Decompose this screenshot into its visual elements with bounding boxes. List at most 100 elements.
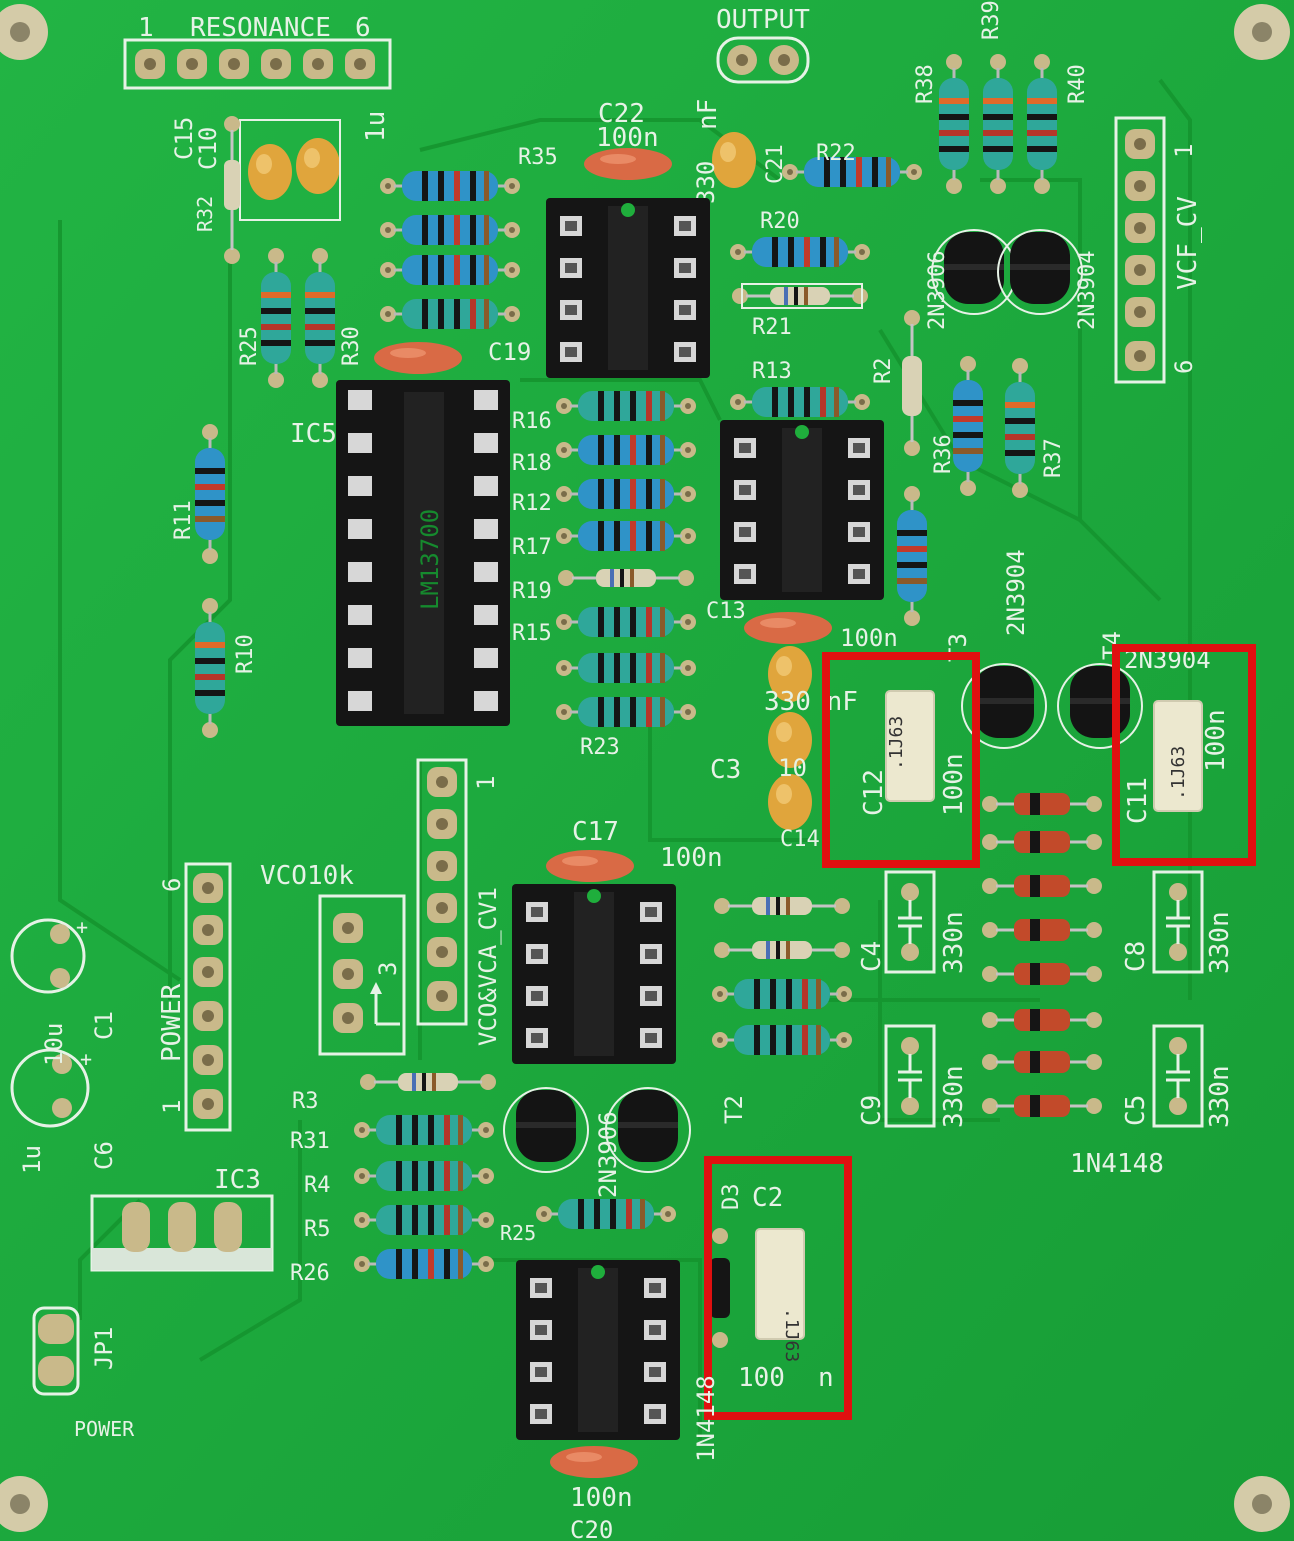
silk-vco10k: VCO10k xyxy=(260,861,354,891)
silk-r5: R5 xyxy=(304,1217,331,1242)
silk-power-label: POWER xyxy=(74,1417,135,1441)
silk-c9-value: 330n xyxy=(939,1065,969,1128)
silk-c12-mark: .1J63 xyxy=(886,716,907,770)
silk-r21: R21 xyxy=(752,315,792,340)
svg-text:+: + xyxy=(80,1047,92,1071)
silk-r13: R13 xyxy=(752,359,792,384)
silk-vco-pin1: 1 xyxy=(472,776,500,790)
silk-c17: C17 xyxy=(572,817,619,847)
silk-c3: C3 xyxy=(710,755,741,785)
silk-c22: C22 xyxy=(598,99,645,129)
ic-socket-lower xyxy=(512,884,676,1064)
silk-r16: R16 xyxy=(512,409,552,434)
silk-c22-value: 100n xyxy=(596,123,659,153)
silk-c4-value: 330n xyxy=(939,911,969,974)
silk-r12: R12 xyxy=(512,491,552,516)
silk-2n3906: 2N3906 xyxy=(925,251,950,330)
silk-c11-value: 100n xyxy=(1201,709,1231,772)
silk-r35: R35 xyxy=(518,145,558,170)
silk-c1: C1 xyxy=(90,1011,118,1040)
silk-c8-value: 330n xyxy=(1205,911,1235,974)
silk-c5: C5 xyxy=(1121,1095,1151,1126)
capacitor-c15 xyxy=(248,144,292,200)
silk-r20: R20 xyxy=(760,209,800,234)
capacitor-c20 xyxy=(550,1446,638,1478)
silk-output: OUTPUT xyxy=(716,5,810,35)
silk-r39: R39 xyxy=(979,0,1004,40)
silk-r38: R38 xyxy=(913,64,938,104)
silk-1n4148-bottom: 1N4148 xyxy=(692,1375,720,1462)
capacitor-c17 xyxy=(546,850,634,882)
silk-c4: C4 xyxy=(857,941,887,972)
silk-2n3904-top: 2N3904 xyxy=(1075,251,1100,330)
ic3-regulator-footprint xyxy=(90,1194,274,1272)
silk-r32: R32 xyxy=(193,196,217,232)
silk-r17: R17 xyxy=(512,535,552,560)
silk-nf: nF xyxy=(693,99,723,130)
silk-c2-value: 100 xyxy=(738,1363,785,1393)
transistor-2n3906-bottom xyxy=(503,1087,589,1173)
silk-resonance: RESONANCE xyxy=(190,13,331,43)
silk-c12: C12 xyxy=(859,769,889,816)
silk-c2: C2 xyxy=(752,1183,783,1213)
silk-1u-top: 1u xyxy=(361,111,391,142)
silk-vcf-cv: VCF_CV xyxy=(1173,196,1203,290)
diode-d3 xyxy=(710,1228,730,1348)
silk-c6: C6 xyxy=(90,1141,118,1170)
jumper-jp1 xyxy=(32,1306,80,1396)
silk-c15: C15 xyxy=(170,117,198,160)
silk-r18: R18 xyxy=(512,451,552,476)
silk-ic3: IC3 xyxy=(214,1165,261,1195)
silk-c5-value: 330n xyxy=(1205,1065,1235,1128)
transistor-2n3904-top xyxy=(997,229,1083,315)
power-header xyxy=(184,862,232,1132)
silk-resonance-pin1: 1 xyxy=(138,13,154,43)
silk-r22: R22 xyxy=(816,141,856,166)
silk-vcf-pin6: 6 xyxy=(1170,360,1198,374)
ic-socket-top xyxy=(546,198,710,378)
silk-power-pin1: 1 xyxy=(158,1100,186,1114)
silk-c11: C11 xyxy=(1123,777,1153,824)
silk-c14: C14 xyxy=(780,827,820,852)
silk-2n3906-bottom: 2N3906 xyxy=(594,1111,622,1198)
silk-c19: C19 xyxy=(488,338,531,366)
silk-330: 330 xyxy=(692,161,720,204)
silk-ic5: IC5 xyxy=(290,419,337,449)
silk-10u: 10u xyxy=(40,1023,68,1066)
silk-r40: R40 xyxy=(1065,64,1090,104)
ic-socket-bottom xyxy=(516,1260,680,1440)
highlight-box-c12 xyxy=(822,652,980,868)
silk-d3: D3 xyxy=(719,1184,744,1211)
mounting-holes xyxy=(0,4,1290,1532)
silk-c21: C21 xyxy=(763,144,788,184)
silk-jp1: JP1 xyxy=(90,1327,118,1370)
silk-c10: C10 xyxy=(194,127,222,170)
silk-c12-value: 100n xyxy=(939,753,969,816)
silk-2n3904-mid: 2N3904 xyxy=(1002,549,1030,636)
silk-1n4148-right: 1N4148 xyxy=(1070,1149,1164,1179)
silk-1u-left: 1u xyxy=(18,1145,46,1174)
highlight-box-c2 xyxy=(704,1156,852,1420)
silk-resonance-pin6: 6 xyxy=(355,13,371,43)
silk-c20: C20 xyxy=(570,1516,613,1541)
silk-10: 10 xyxy=(778,754,807,782)
silk-r25-lower: R25 xyxy=(500,1221,536,1245)
vcf-cv-header xyxy=(1114,116,1166,384)
silk-power-pin6: 6 xyxy=(158,878,186,892)
resistor-r32 xyxy=(224,116,240,264)
silk-r25: R25 xyxy=(237,326,262,366)
silk-r30: R30 xyxy=(339,326,364,366)
capacitor-c1-footprint: + xyxy=(10,915,88,994)
ic5-lm13700-socket xyxy=(336,380,510,726)
silk-r26: R26 xyxy=(290,1261,330,1286)
silk-r23: R23 xyxy=(580,735,620,760)
silk-trim-3: 3 xyxy=(374,962,402,976)
silk-vco-vca-cv: VCO&VCA_CV1 xyxy=(474,887,502,1046)
silk-r19: R19 xyxy=(512,579,552,604)
silk-r36: R36 xyxy=(931,434,956,474)
silk-t2: T2 xyxy=(720,1095,748,1124)
ic-socket-middle xyxy=(720,420,884,600)
resonance-header xyxy=(123,38,392,90)
highlight-box-c11 xyxy=(1112,644,1256,866)
